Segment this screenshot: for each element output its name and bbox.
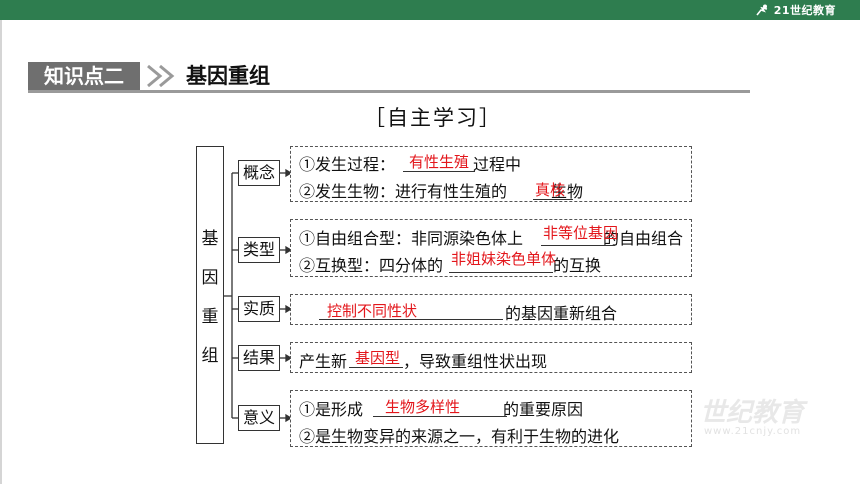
meaning-answer: 生物多样性 (385, 398, 461, 416)
type-answer-2: 非姐妹染色单体 (451, 250, 557, 268)
double-chevron-icon (147, 64, 175, 88)
main-node-char: 组 (201, 346, 219, 366)
logo: 21世纪教育 (754, 3, 836, 17)
main-node-char: 基 (201, 229, 219, 249)
category-type: 类型 (238, 237, 280, 263)
result-answer: 基因型 (355, 349, 401, 367)
blank-line (449, 272, 553, 273)
top-bar: 21世纪教育 (0, 0, 860, 20)
type-line-1: ①自由组合型：非同源染色体上的自由组合 (299, 229, 684, 248)
concept-line-1: ①发生过程：过程中 (299, 155, 522, 174)
essence-text: 的基因重新组合 (505, 304, 618, 323)
type-box: ①自由组合型：非同源染色体上的自由组合 非等位基因 ②互换型：四分体的的互换 非… (290, 219, 692, 277)
blank-line (373, 416, 507, 417)
concept-answer-2: 真核 (535, 181, 566, 199)
category-concept: 概念 (238, 160, 280, 186)
meaning-box: ①是形成的重要原因 生物多样性 ②是生物变异的来源之一，有利于生物的进化 (290, 390, 692, 447)
main-node-char: 重 (201, 307, 219, 327)
section-header: 知识点二 基因重组 (28, 62, 750, 93)
section-rule (28, 90, 750, 93)
watermark: 世纪教育 (700, 398, 805, 428)
result-line: 产生新，导致重组性状出现 (299, 352, 548, 371)
category-result: 结果 (238, 345, 280, 371)
concept-box: ①发生过程：过程中 有性生殖 ②发生生物：进行有性生殖的生物 真核 (290, 146, 692, 202)
category-essence: 实质 (238, 296, 280, 322)
blank-line (319, 319, 503, 320)
essence-box: 控制不同性状 的基因重新组合 (290, 294, 692, 325)
concept-line-2: ②发生生物：进行有性生殖的生物 (299, 182, 584, 201)
main-node-char: 因 (201, 268, 219, 288)
section-tag: 知识点二 (28, 62, 140, 90)
blank-line (349, 367, 403, 368)
essence-answer: 控制不同性状 (327, 302, 418, 320)
blank-line (533, 199, 573, 200)
left-border (0, 20, 2, 484)
meaning-line-1: ①是形成的重要原因 (299, 400, 584, 419)
runner-icon (756, 4, 767, 16)
result-box: 产生新，导致重组性状出现 基因型 (290, 342, 692, 373)
logo-text: 21世纪教育 (773, 4, 836, 17)
section-title: 基因重组 (186, 64, 270, 88)
main-node: 基 因 重 组 (196, 146, 224, 444)
blank-line (403, 171, 475, 172)
category-meaning: 意义 (238, 405, 280, 431)
type-line-2: ②互换型：四分体的的互换 (299, 256, 602, 275)
meaning-line-2: ②是生物变异的来源之一，有利于生物的进化 (299, 427, 620, 446)
concept-answer-1: 有性生殖 (409, 153, 470, 171)
type-answer-1: 非等位基因 (543, 224, 619, 242)
blank-line (541, 245, 615, 246)
subtitle: ［自主学习］ (364, 106, 502, 130)
watermark-url: www.21cnjy.com (704, 426, 802, 437)
